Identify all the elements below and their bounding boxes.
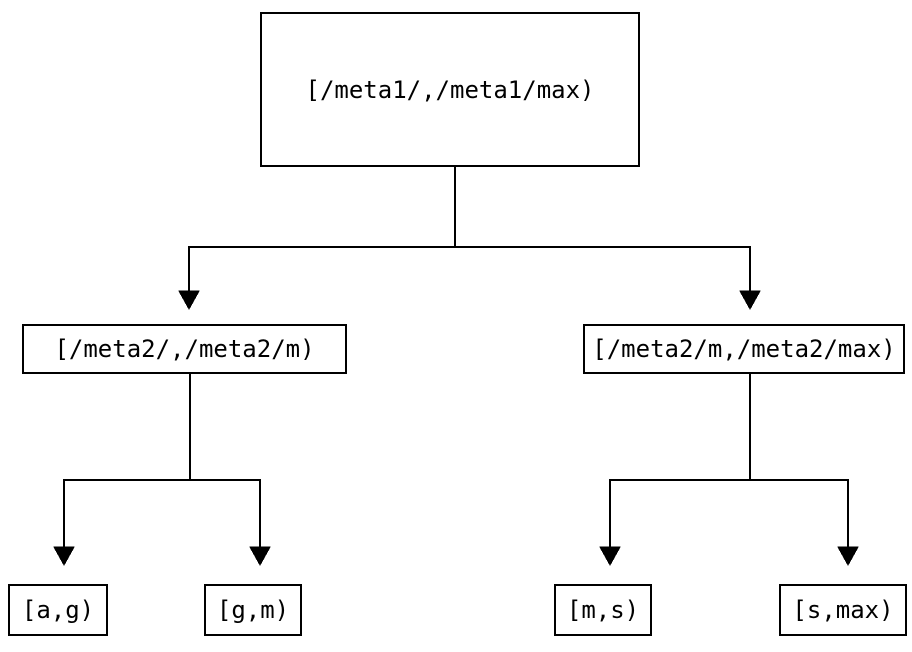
node-root: [/meta1/,/meta1/max) (260, 12, 640, 167)
node-right: [/meta2/m,/meta2/max) (583, 324, 905, 374)
node-left-left: [a,g) (8, 584, 108, 636)
arrowhead-down-icon (739, 290, 761, 311)
node-right-right-label: [s,max) (792, 596, 894, 624)
node-right-left: [m,s) (554, 584, 652, 636)
edge-root-to-children (178, 167, 761, 311)
arrowhead-down-icon (178, 290, 200, 311)
node-right-right: [s,max) (779, 584, 907, 636)
arrowhead-down-icon (599, 546, 621, 567)
node-left-right-label: [g,m) (216, 596, 290, 624)
node-left-label: [/meta2/,/meta2/m) (54, 335, 315, 363)
arrowhead-down-icon (837, 546, 859, 567)
arrowhead-down-icon (249, 546, 271, 567)
node-root-label: [/meta1/,/meta1/max) (305, 75, 595, 104)
edge-left-to-children (53, 374, 271, 567)
node-left-right: [g,m) (204, 584, 302, 636)
node-right-label: [/meta2/m,/meta2/max) (592, 335, 896, 363)
node-right-left-label: [m,s) (566, 596, 640, 624)
arrowhead-down-icon (53, 546, 75, 567)
node-left-left-label: [a,g) (21, 596, 95, 624)
node-left: [/meta2/,/meta2/m) (22, 324, 347, 374)
edge-right-to-children (599, 374, 859, 567)
